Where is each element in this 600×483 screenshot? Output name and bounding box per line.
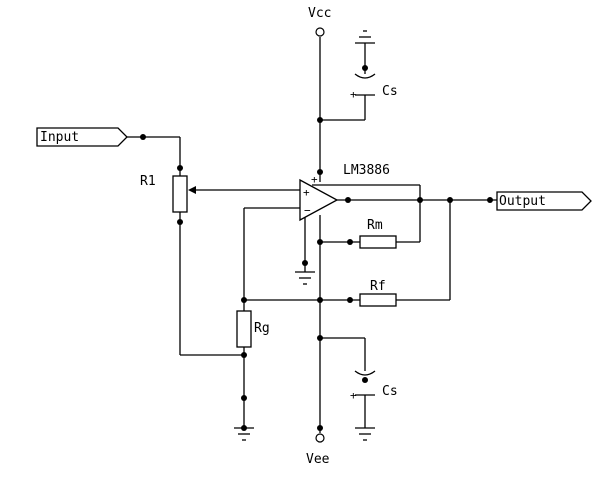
resistor-r1: R1 (140, 174, 196, 213)
resistor-rg: Rg (236, 310, 270, 348)
opamp-minus-sign: − (304, 204, 311, 217)
input-port: Input (36, 127, 128, 147)
resistor-rm: Rm (359, 218, 397, 249)
cap-plus-sign: + (350, 88, 357, 101)
cap-plus-sign: + (350, 389, 357, 402)
opamp-vcc-pin-plus: + (311, 173, 318, 186)
capacitor-cs-top: + Cs (350, 73, 398, 101)
rf-label: Rf (370, 279, 386, 294)
wiper-arrow-icon (188, 186, 196, 194)
r1-label: R1 (140, 174, 156, 189)
rg-label: Rg (254, 321, 270, 336)
resistor-rf: Rf (359, 279, 397, 307)
capacitor-cs-bottom: + Cs (350, 370, 398, 402)
cap-curved-plate (354, 370, 376, 376)
ground-icon-bottom-cap (355, 427, 375, 441)
output-label: Output (499, 194, 546, 209)
opamp-plus-sign: + (303, 186, 310, 199)
junction-dots (140, 65, 493, 431)
vcc-terminal: Vcc (308, 6, 331, 37)
vee-terminal: Vee (306, 433, 330, 467)
output-port: Output (496, 191, 592, 211)
cs-top-label: Cs (382, 84, 398, 99)
opamp-lm3886: + − + LM3886 (299, 163, 390, 222)
ground-icon-top-cap (355, 30, 375, 44)
cap-curved-plate (354, 73, 376, 79)
ground-icon-opamp (295, 271, 315, 285)
rm-label: Rm (367, 218, 383, 233)
vee-label: Vee (306, 452, 330, 467)
cs-bottom-label: Cs (382, 384, 398, 399)
input-label: Input (40, 130, 79, 145)
wires (127, 37, 497, 433)
opamp-label: LM3886 (343, 163, 390, 178)
vcc-label: Vcc (308, 6, 331, 21)
